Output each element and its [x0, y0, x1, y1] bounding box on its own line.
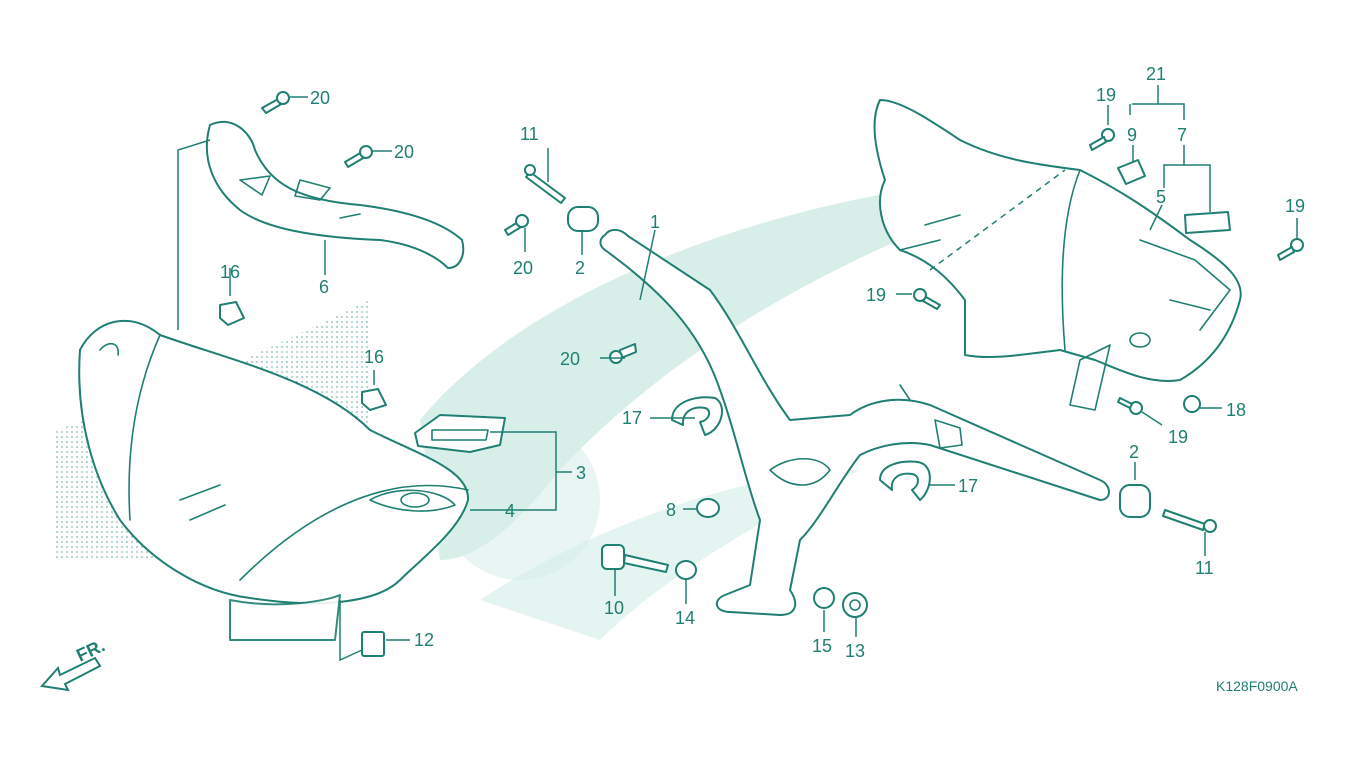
callout-8: 8 — [666, 500, 676, 520]
callout-20: 20 — [513, 258, 533, 278]
callout-11: 11 — [1195, 558, 1214, 578]
callout-16: 16 — [220, 262, 240, 282]
part-6-bracket — [205, 120, 465, 269]
leader-lines — [177, 85, 1298, 662]
callout-labels: 20 20 20 20 11 2 1 6 16 16 3 4 12 17 17 … — [220, 64, 1305, 661]
callout-17: 17 — [622, 408, 642, 428]
callout-10: 10 — [604, 598, 624, 618]
callout-4: 4 — [505, 501, 515, 521]
rear-handle-cover — [873, 99, 1242, 411]
callout-20: 20 — [310, 88, 330, 108]
callout-19: 19 — [1285, 196, 1305, 216]
callout-17: 17 — [958, 476, 978, 496]
callout-20: 20 — [394, 142, 414, 162]
callout-11: 11 — [520, 124, 539, 144]
callout-19: 19 — [866, 285, 886, 305]
part-1-handlebar — [599, 228, 1110, 616]
front-handle-cover — [78, 319, 470, 605]
callout-6: 6 — [319, 277, 329, 297]
callout-7: 7 — [1177, 125, 1187, 145]
callout-20: 20 — [560, 349, 580, 369]
callout-15: 15 — [812, 636, 832, 656]
callout-12: 12 — [414, 630, 434, 650]
front-direction-arrow: FR. — [40, 635, 108, 692]
callout-16: 16 — [364, 347, 384, 367]
callout-13: 13 — [845, 641, 865, 661]
callout-14: 14 — [675, 608, 695, 628]
small-parts — [219, 91, 1304, 657]
callout-19: 19 — [1168, 427, 1188, 447]
callout-18: 18 — [1226, 400, 1246, 420]
callout-21: 21 — [1146, 64, 1166, 84]
callout-1: 1 — [650, 212, 660, 232]
callout-3: 3 — [576, 463, 586, 483]
diagram-code: K128F0900A — [1216, 678, 1298, 694]
callout-9: 9 — [1127, 125, 1137, 145]
callout-19: 19 — [1096, 85, 1116, 105]
part-3-emblem — [414, 414, 506, 453]
callout-2: 2 — [575, 258, 585, 278]
callout-2: 2 — [1129, 442, 1139, 462]
callout-5: 5 — [1156, 187, 1166, 207]
front-cover-lower — [229, 594, 341, 641]
front-indicator-label: FR. — [73, 635, 108, 665]
